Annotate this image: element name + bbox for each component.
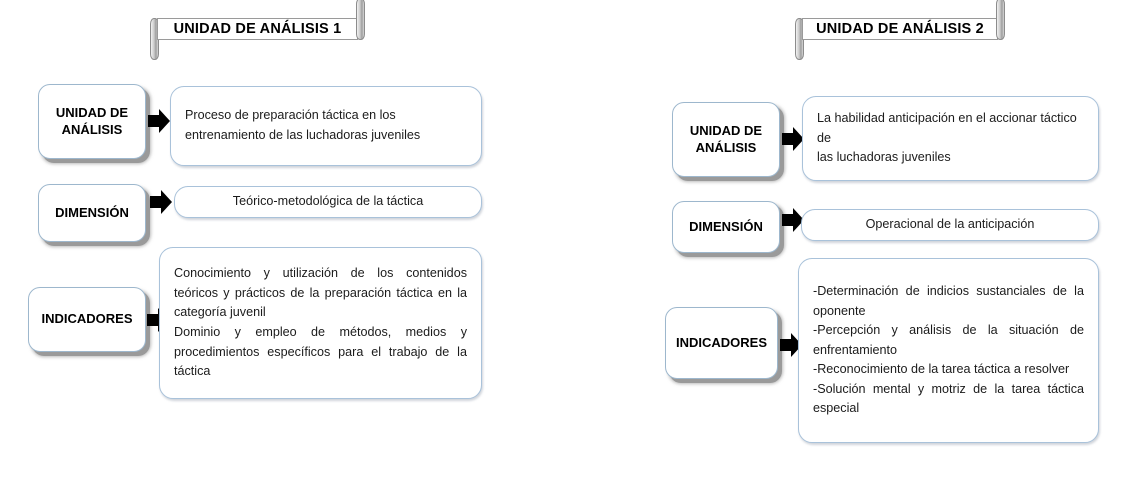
content-line: Operacional de la anticipación bbox=[865, 217, 1035, 232]
content-box-text: Proceso de preparación táctica en los en… bbox=[171, 106, 481, 145]
right-arrow-icon bbox=[782, 207, 804, 233]
content-line: -Determinación de indicios sustanciales … bbox=[813, 284, 1084, 318]
content-line: -Solución mental y motriz de la tarea tá… bbox=[813, 381, 1084, 416]
content-box-dimension: Operacional de la anticipación bbox=[801, 209, 1099, 241]
scroll-roll-right-icon bbox=[996, 0, 1005, 40]
content-box-unidad-analisis: La habilidad anticipación en el accionar… bbox=[802, 96, 1099, 181]
content-box-text: -Determinación de indicios sustanciales … bbox=[799, 282, 1098, 419]
content-line: Conocimiento y utilización de los conten… bbox=[174, 266, 467, 320]
banner-unidad-analisis-2: UNIDAD DE ANÁLISIS 2 bbox=[795, 0, 1005, 60]
label-box-text: DIMENSIÓN bbox=[55, 204, 129, 220]
label-box-dimension: DIMENSIÓN bbox=[672, 201, 780, 253]
content-line: -Percepción y análisis de la situación d… bbox=[813, 323, 1084, 357]
label-box-text: DIMENSIÓN bbox=[689, 218, 763, 234]
banner-title: UNIDAD DE ANÁLISIS 2 bbox=[816, 21, 984, 37]
label-box-text: INDICADORES bbox=[41, 311, 133, 327]
label-box-dimension: DIMENSIÓN bbox=[38, 184, 146, 242]
content-line: Dominio y empleo de métodos, medios y pr… bbox=[174, 325, 467, 379]
label-box-unidad-analisis: UNIDAD DE ANÁLISIS bbox=[38, 84, 146, 159]
content-line: Proceso de preparación táctica en los bbox=[185, 108, 396, 123]
label-line: UNIDAD DE bbox=[689, 123, 763, 139]
label-box-text: UNIDAD DE ANÁLISIS bbox=[50, 105, 134, 138]
right-arrow-icon bbox=[150, 189, 172, 215]
content-line: Teórico-metodológica de la táctica bbox=[232, 194, 424, 209]
banner-title: UNIDAD DE ANÁLISIS 1 bbox=[173, 21, 342, 37]
banner-unidad-analisis-1: UNIDAD DE ANÁLISIS 1 bbox=[150, 0, 365, 60]
label-line: ANÁLISIS bbox=[61, 121, 123, 137]
content-box-indicadores: Conocimiento y utilización de los conten… bbox=[159, 247, 482, 399]
right-arrow-icon bbox=[782, 126, 804, 152]
content-box-indicadores: -Determinación de indicios sustanciales … bbox=[798, 258, 1099, 443]
label-box-text: INDICADORES bbox=[675, 334, 767, 350]
content-line: -Reconocimiento de la tarea táctica a re… bbox=[813, 362, 1070, 377]
content-box-text: La habilidad anticipación en el accionar… bbox=[803, 109, 1098, 168]
scroll-roll-right-icon bbox=[356, 0, 365, 40]
label-box-indicadores: INDICADORES bbox=[28, 287, 146, 352]
content-line: entrenamiento de las luchadoras juvenile… bbox=[185, 128, 421, 142]
content-box-unidad-analisis: Proceso de preparación táctica en los en… bbox=[170, 86, 482, 166]
label-box-unidad-analisis: UNIDAD DE ANÁLISIS bbox=[672, 102, 780, 177]
content-box-dimension: Teórico-metodológica de la táctica bbox=[174, 186, 482, 218]
content-line: La habilidad anticipación en el accionar… bbox=[817, 111, 1077, 145]
content-line: las luchadoras juveniles bbox=[817, 150, 951, 165]
right-arrow-icon bbox=[148, 108, 170, 134]
content-box-text: Operacional de la anticipación bbox=[802, 215, 1098, 235]
label-box-indicadores: INDICADORES bbox=[665, 307, 778, 379]
label-box-text: UNIDAD DE ANÁLISIS bbox=[684, 123, 768, 156]
right-arrow-icon bbox=[780, 332, 802, 358]
content-box-text: Teórico-metodológica de la táctica bbox=[175, 192, 481, 212]
content-box-text: Conocimiento y utilización de los conten… bbox=[160, 264, 481, 381]
label-line: UNIDAD DE bbox=[55, 105, 129, 121]
label-line: ANÁLISIS bbox=[695, 139, 757, 155]
